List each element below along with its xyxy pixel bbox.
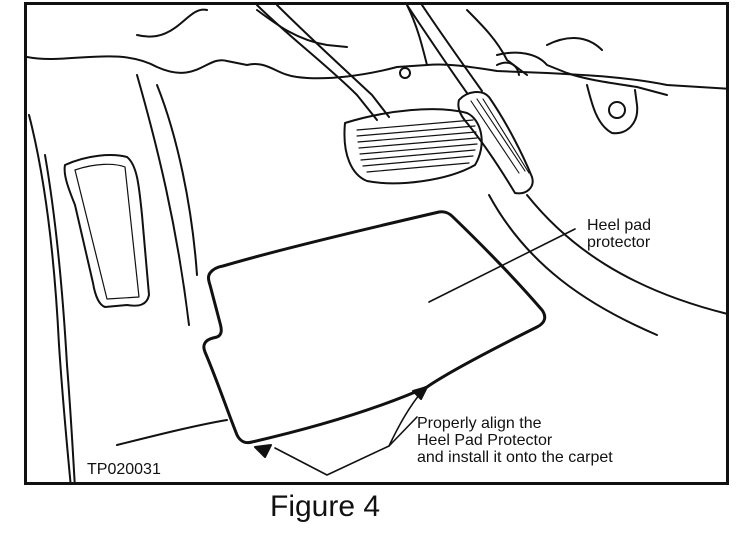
tunnel-contour [136, 8, 348, 48]
accelerator-pad [457, 91, 534, 195]
side-vent-inner [74, 163, 140, 300]
leader-line-heel-pad [428, 228, 576, 303]
figure-frame: Heel pad protector Properly align the He… [24, 2, 729, 485]
brake-pedal-ribs [356, 119, 478, 173]
heel-pad-protector [202, 210, 547, 445]
accelerator-ribs [470, 98, 530, 174]
bracket-detail [586, 84, 639, 135]
bracket-hole [608, 101, 626, 119]
left-trim-inner [44, 154, 76, 482]
floor-contour-right [488, 194, 658, 336]
arrowhead-lower [254, 444, 272, 458]
floor-contour-far [526, 194, 726, 315]
figure-caption: Figure 4 [270, 490, 381, 523]
floor-pedal-illustration [27, 5, 726, 482]
arrowhead-pad-edge [412, 386, 428, 400]
side-vent-outline [63, 154, 150, 308]
floor-contour-left [116, 419, 228, 446]
brake-pedal-pad [343, 108, 483, 185]
brake-pedal-arm [256, 5, 390, 121]
bracket-outline [496, 51, 668, 96]
knee-trim [496, 37, 603, 76]
leader-line-align [274, 389, 424, 476]
accelerator-arm [406, 5, 483, 94]
drawing-code: TP020031 [87, 461, 161, 478]
leader-line-align-2 [388, 416, 418, 447]
mount-bolt [399, 67, 411, 79]
left-trim-outer [28, 114, 72, 482]
side-trim-line [136, 74, 190, 326]
heel-pad-protector-label: Heel pad protector [587, 217, 652, 251]
kick-panel-line [156, 84, 198, 276]
dash-panel-edge [27, 55, 726, 90]
alignment-instruction-label: Properly align the Heel Pad Protector an… [417, 415, 613, 466]
